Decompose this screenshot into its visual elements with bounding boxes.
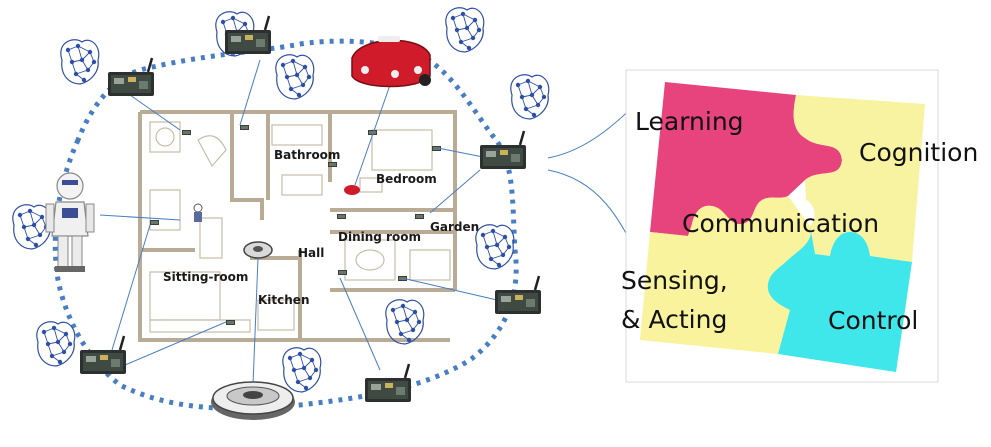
label-learning: Learning — [635, 107, 744, 136]
room-label-kitchen: Kitchen — [258, 293, 310, 307]
network-ring — [52, 38, 519, 411]
room-label-sitting-room: Sitting-room — [163, 270, 248, 284]
label-cognition: Cognition — [859, 138, 978, 167]
robot-vacuum-icon — [211, 381, 295, 420]
room-label-hall: Hall — [298, 246, 324, 260]
humanoid-small-icon — [193, 203, 203, 222]
floor-plan: Bathroom Bedroom Dining room Garden Hall… — [138, 108, 479, 342]
red-robot-small-icon — [344, 185, 360, 195]
puzzle: Learning Cognition Communication Sensing… — [621, 69, 978, 383]
label-control: Control — [828, 306, 918, 335]
label-communication: Communication — [682, 209, 879, 238]
label-sensing-line1: Sensing, — [621, 266, 728, 295]
robot-vacuum-small-icon — [243, 241, 273, 259]
room-label-bathroom: Bathroom — [274, 148, 340, 162]
red-robot-icon — [351, 36, 431, 88]
puzzle-piece-learning — [650, 82, 842, 236]
room-label-bedroom: Bedroom — [376, 172, 437, 186]
humanoid-robot-icon — [45, 172, 95, 272]
puzzle-piece-control — [767, 226, 912, 372]
room-labels: Bathroom Bedroom Dining room Garden Hall… — [163, 148, 479, 307]
puzzle-piece-cognition — [793, 95, 925, 262]
puzzle-piece-sensing — [640, 196, 811, 354]
label-sensing-line2: & Acting — [621, 305, 727, 334]
room-label-garden: Garden — [430, 220, 479, 234]
room-label-dining-room: Dining room — [338, 230, 421, 244]
